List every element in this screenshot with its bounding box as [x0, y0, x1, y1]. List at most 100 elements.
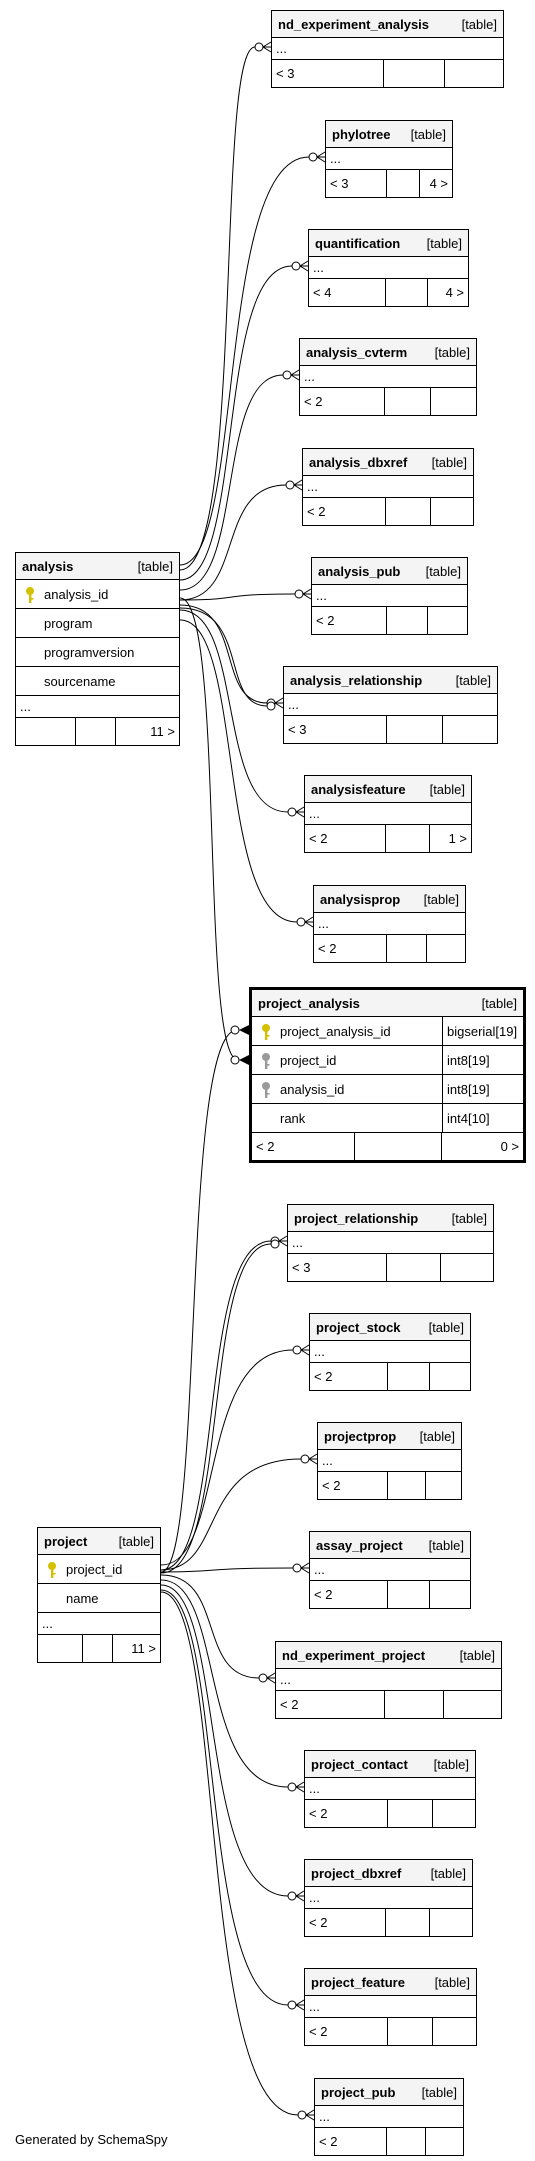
children-count[interactable]: 0 >: [500, 1139, 519, 1154]
table-nd-experiment-project[interactable]: nd_experiment_project[table]...< 2: [275, 1641, 502, 1719]
column-row[interactable]: analysis_id int8[19]: [252, 1075, 523, 1104]
column-row[interactable]: analysis_id: [16, 580, 179, 609]
table-analysis-dbxref[interactable]: analysis_dbxref[table]...< 2: [302, 448, 474, 526]
table-name[interactable]: analysis_relationship: [290, 672, 423, 688]
children-count[interactable]: [430, 1363, 470, 1390]
table-name[interactable]: project_contact: [311, 1756, 408, 1772]
children-count[interactable]: 11 >: [131, 1641, 156, 1656]
column-row[interactable]: project_id int8[19]: [252, 1046, 523, 1075]
table-name[interactable]: project_analysis: [258, 995, 360, 1011]
parents-count[interactable]: < 2: [305, 1909, 386, 1936]
children-count[interactable]: [445, 60, 503, 87]
parents-count[interactable]: < 2: [310, 1363, 388, 1390]
children-count[interactable]: [426, 1472, 461, 1499]
table-name[interactable]: project_pub: [321, 2084, 396, 2100]
parents-count[interactable]: < 3: [284, 716, 387, 743]
table-name[interactable]: project_relationship: [294, 1210, 419, 1226]
table-projectprop[interactable]: projectprop[table]...< 2: [317, 1422, 462, 1500]
table-project[interactable]: project [table] project_id name ... 11 >: [37, 1527, 161, 1663]
column-row[interactable]: name: [38, 1584, 160, 1613]
table-project-relationship[interactable]: project_relationship[table]...< 3: [287, 1204, 494, 1282]
table-name[interactable]: projectprop: [324, 1428, 397, 1444]
parents-count[interactable]: < 2: [310, 1581, 388, 1608]
table-name[interactable]: project_stock: [316, 1319, 401, 1335]
parents-count[interactable]: < 3: [326, 170, 387, 197]
table-project-feature[interactable]: project_feature[table]...< 2: [304, 1968, 477, 2046]
relationship-line: [160, 1579, 289, 1788]
table-nd-experiment-analysis[interactable]: nd_experiment_analysis[table]...< 3: [271, 10, 504, 88]
parents-count[interactable]: < 2: [252, 1133, 355, 1160]
table-name[interactable]: analysis_pub: [318, 563, 401, 579]
table-analysis-relationship[interactable]: analysis_relationship[table]...< 3: [283, 666, 498, 744]
parents-count[interactable]: < 2: [314, 935, 387, 962]
table-name[interactable]: project_feature: [311, 1974, 405, 1990]
table-project-analysis[interactable]: project_analysis [table] project_analysi…: [249, 987, 526, 1163]
table-project-dbxref[interactable]: project_dbxref[table]...< 2: [304, 1859, 473, 1937]
table-project-stock[interactable]: project_stock[table]...< 2: [309, 1313, 471, 1391]
table-name[interactable]: analysisprop: [320, 891, 401, 907]
crowfoot-line: [316, 151, 326, 158]
column-row[interactable]: project_id: [38, 1555, 160, 1584]
children-count[interactable]: 11 >: [150, 724, 175, 739]
table-analysis-pub[interactable]: analysis_pub[table]...< 2: [311, 557, 468, 635]
column-row[interactable]: sourcename: [16, 667, 179, 696]
table-analysis[interactable]: analysis [table] analysis_id program pro…: [15, 552, 180, 746]
parents-count[interactable]: < 2: [303, 498, 386, 525]
crowfoot-line: [274, 697, 284, 704]
table-name[interactable]: project: [44, 1533, 88, 1549]
children-count[interactable]: [426, 2128, 463, 2155]
column-row[interactable]: program: [16, 609, 179, 638]
parents-count[interactable]: < 2: [305, 825, 386, 852]
children-count[interactable]: [431, 388, 476, 415]
children-count[interactable]: [427, 935, 465, 962]
table-name[interactable]: nd_experiment_analysis: [278, 16, 430, 32]
parents-count[interactable]: < 3: [288, 1254, 387, 1281]
column-row[interactable]: rank int4[10]: [252, 1104, 523, 1133]
children-count[interactable]: 4 >: [445, 285, 464, 300]
table-assay-project[interactable]: assay_project[table]...< 2: [309, 1531, 471, 1609]
children-count[interactable]: [430, 1909, 472, 1936]
children-count[interactable]: 4 >: [429, 176, 448, 191]
parents-count[interactable]: < 4: [309, 279, 386, 306]
parents-count[interactable]: < 2: [315, 2128, 387, 2155]
children-count[interactable]: [428, 607, 467, 634]
more-columns: ...: [305, 1996, 476, 2018]
children-count[interactable]: 1 >: [448, 831, 467, 846]
children-count[interactable]: [444, 1691, 501, 1718]
table-name[interactable]: nd_experiment_project: [282, 1647, 426, 1663]
children-count[interactable]: [433, 1800, 475, 1827]
children-count[interactable]: [433, 2018, 476, 2045]
optional-marker: [254, 42, 264, 52]
parents-count[interactable]: < 2: [276, 1691, 385, 1718]
table-name[interactable]: analysis_cvterm: [306, 344, 408, 360]
table-name[interactable]: quantification: [315, 235, 401, 251]
table-project-contact[interactable]: project_contact[table]...< 2: [304, 1750, 476, 1828]
children-count[interactable]: [443, 716, 497, 743]
parents-count[interactable]: < 2: [305, 1800, 388, 1827]
crowfoot-line: [295, 806, 305, 813]
relationship-line: [160, 1574, 260, 1679]
children-count[interactable]: [441, 1254, 493, 1281]
table-analysis-cvterm[interactable]: analysis_cvterm[table]...< 2: [299, 338, 477, 416]
parents-count[interactable]: < 2: [305, 2018, 388, 2045]
table-name[interactable]: project_dbxref: [311, 1865, 402, 1881]
parents-count[interactable]: < 3: [272, 60, 384, 87]
table-name[interactable]: assay_project: [316, 1537, 403, 1553]
parents-count[interactable]: < 2: [312, 607, 387, 634]
more-columns: ...: [276, 1669, 501, 1691]
table-name[interactable]: phylotree: [332, 126, 391, 142]
parents-count[interactable]: < 2: [318, 1472, 388, 1499]
table-analysisprop[interactable]: analysisprop[table]...< 2: [313, 885, 466, 963]
column-row[interactable]: programversion: [16, 638, 179, 667]
table-name[interactable]: analysisfeature: [311, 781, 406, 797]
column-row[interactable]: project_analysis_id bigserial[19]: [252, 1017, 523, 1046]
table-name[interactable]: analysis_dbxref: [309, 454, 408, 470]
table-project-pub[interactable]: project_pub[table]...< 2: [314, 2078, 464, 2156]
children-count[interactable]: [430, 1581, 470, 1608]
table-name[interactable]: analysis: [22, 558, 74, 574]
parents-count[interactable]: < 2: [300, 388, 385, 415]
children-count[interactable]: [431, 498, 473, 525]
